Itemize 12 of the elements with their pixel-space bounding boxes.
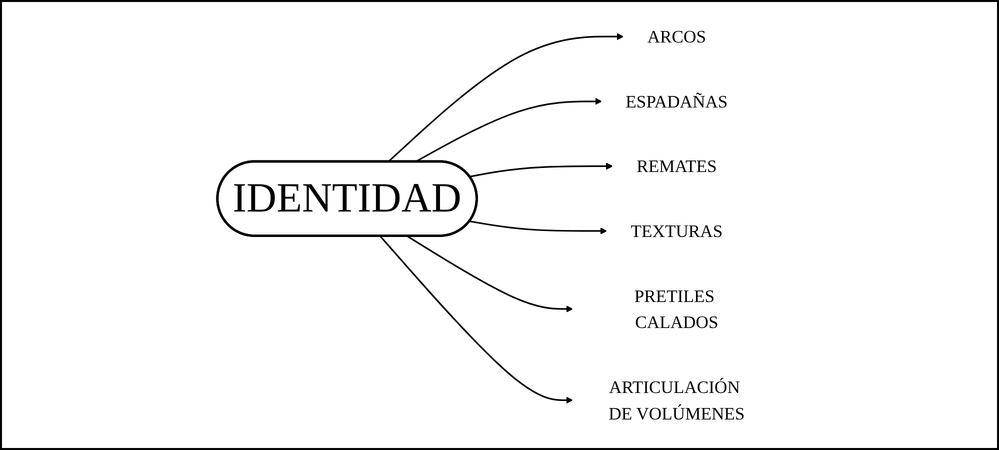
arrow xyxy=(470,220,608,235)
node-text: ESPADAÑAS xyxy=(626,91,728,112)
arrow xyxy=(407,236,574,313)
arrow xyxy=(470,162,614,178)
node-text: PRETILES CALADOS xyxy=(634,286,719,332)
node-text: TEXTURAS xyxy=(631,221,724,241)
node-text: ARTICULACIÓN DE VOLÚMENES xyxy=(609,376,746,424)
node-text: ARCOS xyxy=(648,26,706,47)
arrow xyxy=(380,236,574,404)
arrow xyxy=(416,98,602,162)
arrow xyxy=(388,33,624,162)
node-text: REMATES xyxy=(637,156,718,176)
